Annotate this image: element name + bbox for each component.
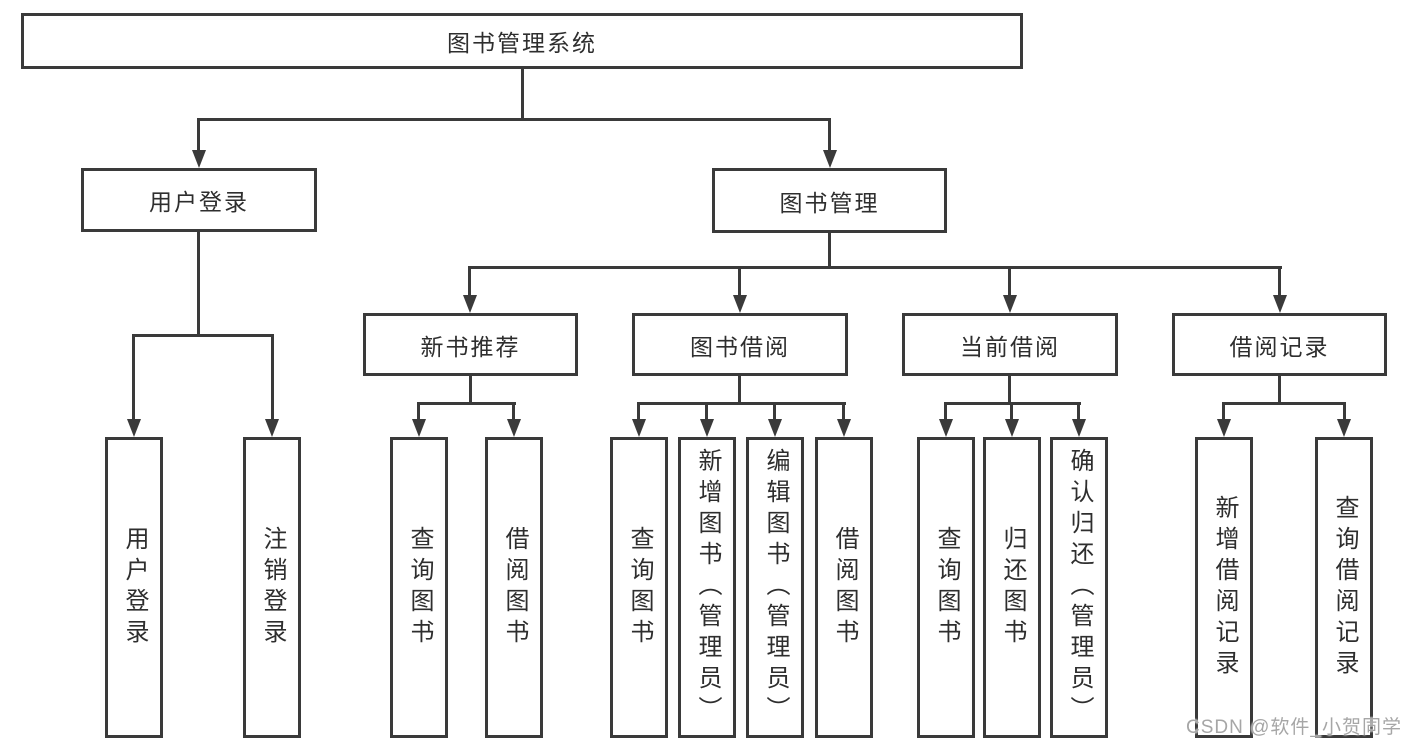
connector-line: [637, 402, 640, 420]
arrowhead-down-icon: [700, 419, 714, 437]
arrowhead-down-icon: [1003, 295, 1017, 313]
connector-line: [738, 376, 741, 404]
arrowhead-down-icon: [1337, 419, 1351, 437]
node-label: 新书推荐: [420, 333, 521, 360]
connector-line: [828, 233, 831, 267]
node-borrowing-records: 借阅记录: [1172, 313, 1387, 376]
leaf-label: 新增图书（管理员）: [694, 448, 721, 727]
arrowhead-down-icon: [1217, 419, 1231, 437]
arrowhead-down-icon: [192, 150, 206, 168]
arrowhead-down-icon: [463, 295, 477, 313]
connector-line: [521, 69, 524, 120]
leaf-label: 查询图书: [406, 525, 433, 650]
arrowhead-down-icon: [632, 419, 646, 437]
connector-line: [637, 402, 846, 405]
connector-line: [1222, 402, 1346, 405]
connector-line: [1278, 376, 1281, 404]
node-label: 借阅记录: [1229, 333, 1330, 360]
node-label: 用户登录: [149, 189, 249, 215]
node-label: 图书管理系统: [447, 30, 597, 56]
connector-line: [1008, 266, 1011, 297]
connector-line: [271, 334, 274, 420]
leaf-label: 借阅图书: [501, 525, 528, 650]
node-new-book-recommendation: 新书推荐: [363, 313, 578, 376]
connector-line: [1222, 402, 1225, 420]
connector-line: [1343, 402, 1346, 420]
connector-line: [828, 118, 831, 151]
connector-line: [469, 376, 472, 404]
leaf-label: 借阅图书: [831, 525, 858, 650]
connector-line: [512, 402, 515, 420]
arrowhead-down-icon: [265, 419, 279, 437]
leaf-edit-books-admin: 编辑图书（管理员）: [746, 437, 804, 738]
connector-line: [468, 266, 1282, 269]
arrowhead-down-icon: [127, 419, 141, 437]
leaf-borrow-books: 借阅图书: [815, 437, 873, 738]
leaf-query-books-borrowing: 查询图书: [610, 437, 668, 738]
connector-line: [944, 402, 947, 420]
connector-line: [197, 118, 200, 151]
leaf-return-books: 归还图书: [983, 437, 1041, 738]
leaf-label: 确认归还（管理员）: [1066, 448, 1093, 727]
connector-line: [1008, 376, 1011, 404]
leaf-label: 编辑图书（管理员）: [762, 448, 789, 727]
arrowhead-down-icon: [412, 419, 426, 437]
node-current-borrowing: 当前借阅: [902, 313, 1118, 376]
arrowhead-down-icon: [507, 419, 521, 437]
leaf-label: 查询图书: [933, 525, 960, 650]
leaf-label: 查询图书: [626, 525, 653, 650]
arrowhead-down-icon: [939, 419, 953, 437]
leaf-label: 归还图书: [999, 525, 1026, 650]
leaf-confirm-return-admin: 确认归还（管理员）: [1050, 437, 1108, 738]
connector-line: [468, 266, 471, 297]
connector-line: [417, 402, 420, 420]
connector-line: [1278, 266, 1281, 297]
arrowhead-down-icon: [733, 295, 747, 313]
node-label: 图书借阅: [690, 333, 790, 360]
leaf-add-borrow-record: 新增借阅记录: [1195, 437, 1253, 738]
leaf-label: 注销登录: [259, 525, 286, 650]
leaf-add-books-admin: 新增图书（管理员）: [678, 437, 736, 738]
connector-line: [1077, 402, 1080, 420]
connector-line: [417, 402, 516, 405]
connector-line: [1010, 402, 1013, 420]
connector-line: [842, 402, 845, 420]
connector-line: [132, 334, 135, 420]
connector-line: [197, 118, 831, 121]
connector-line: [705, 402, 708, 420]
leaf-borrow-books-recommend: 借阅图书: [485, 437, 543, 738]
connector-line: [773, 402, 776, 420]
leaf-user-login: 用户登录: [105, 437, 163, 738]
node-user-login: 用户登录: [81, 168, 317, 232]
connector-line: [738, 266, 741, 297]
arrowhead-down-icon: [837, 419, 851, 437]
arrowhead-down-icon: [1072, 419, 1086, 437]
arrowhead-down-icon: [1273, 295, 1287, 313]
leaf-query-books-current: 查询图书: [917, 437, 975, 738]
node-label: 图书管理: [779, 189, 880, 216]
arrowhead-down-icon: [823, 150, 837, 168]
leaf-label: 用户登录: [121, 525, 148, 650]
leaf-query-books-recommend: 查询图书: [390, 437, 448, 738]
leaf-label: 查询借阅记录: [1331, 494, 1358, 681]
node-book-management: 图书管理: [712, 168, 947, 233]
connector-line: [197, 232, 200, 335]
leaf-query-borrow-record: 查询借阅记录: [1315, 437, 1373, 738]
arrowhead-down-icon: [1005, 419, 1019, 437]
csdn-watermark: CSDN @软件_小贺同学: [1186, 717, 1402, 738]
arrowhead-down-icon: [768, 419, 782, 437]
connector-line: [132, 334, 274, 337]
leaf-logout: 注销登录: [243, 437, 301, 738]
node-book-borrowing: 图书借阅: [632, 313, 848, 376]
node-label: 当前借阅: [960, 333, 1060, 360]
node-library-management-system: 图书管理系统: [21, 13, 1023, 69]
leaf-label: 新增借阅记录: [1211, 494, 1238, 681]
